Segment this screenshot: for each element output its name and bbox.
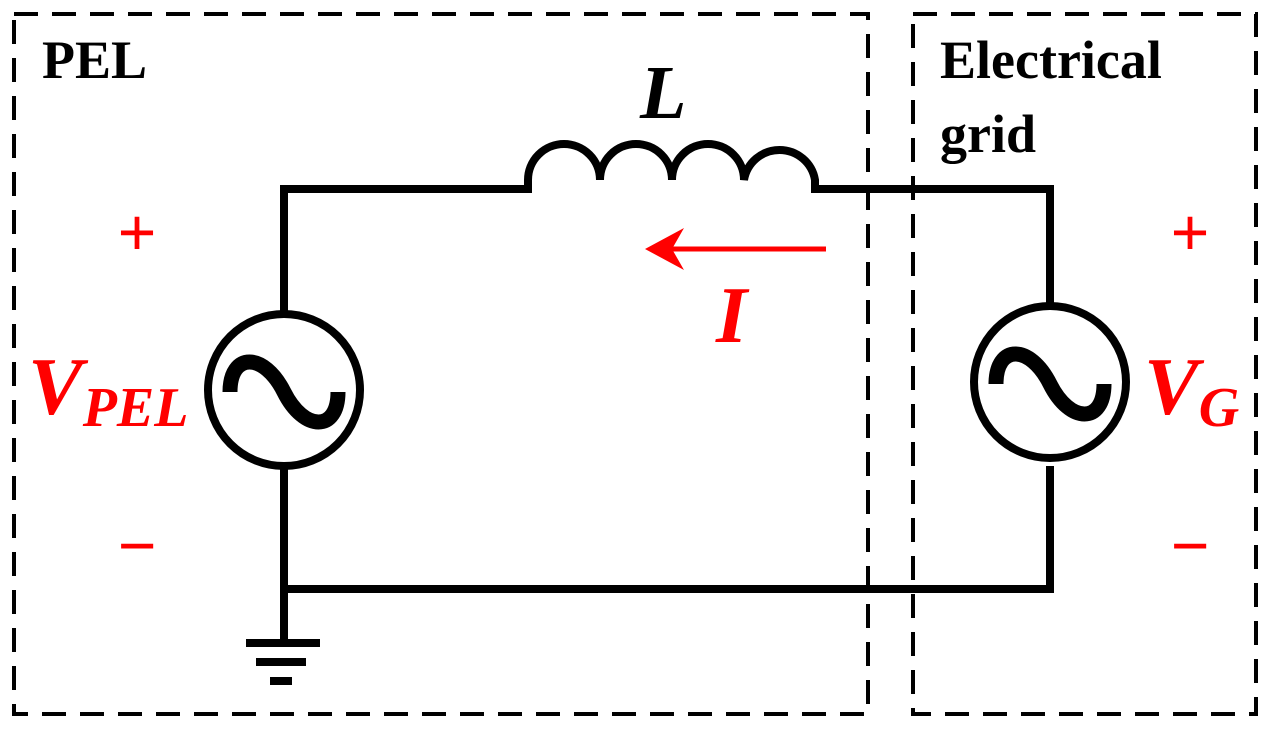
grid-region-label-line2: grid [940,104,1036,164]
wire-top-left [280,185,532,314]
inductor-coil [524,140,819,193]
grid-plus-sign: + [1171,195,1210,269]
pel-voltage-main: V [28,341,89,432]
grid-voltage-sub: G [1199,377,1239,439]
inductor-label: L [639,51,686,135]
current-label: I [715,272,750,360]
grid-region-label-line1: Electrical [940,30,1162,90]
pel-voltage-sub: PEL [82,377,189,439]
wire-bottom [280,466,1054,593]
grid-voltage-main: V [1144,341,1205,432]
pel-plus-sign: + [118,195,157,269]
pel-region-label: PEL [42,30,147,90]
grid-minus-sign: − [1171,508,1210,582]
current-arrow-icon [645,228,826,270]
wire-top-right [811,185,1054,309]
circuit-wires [280,185,1054,646]
grid-ac-source-icon [970,302,1130,462]
pel-region-box [12,12,870,716]
pel-minus-sign: − [118,508,157,582]
grid-region-box [911,12,1258,716]
pel-voltage-label: VPEL [28,341,188,439]
ground-icon [246,639,320,685]
grid-voltage-label: VG [1144,341,1239,439]
pel-ac-source-icon [204,310,364,470]
